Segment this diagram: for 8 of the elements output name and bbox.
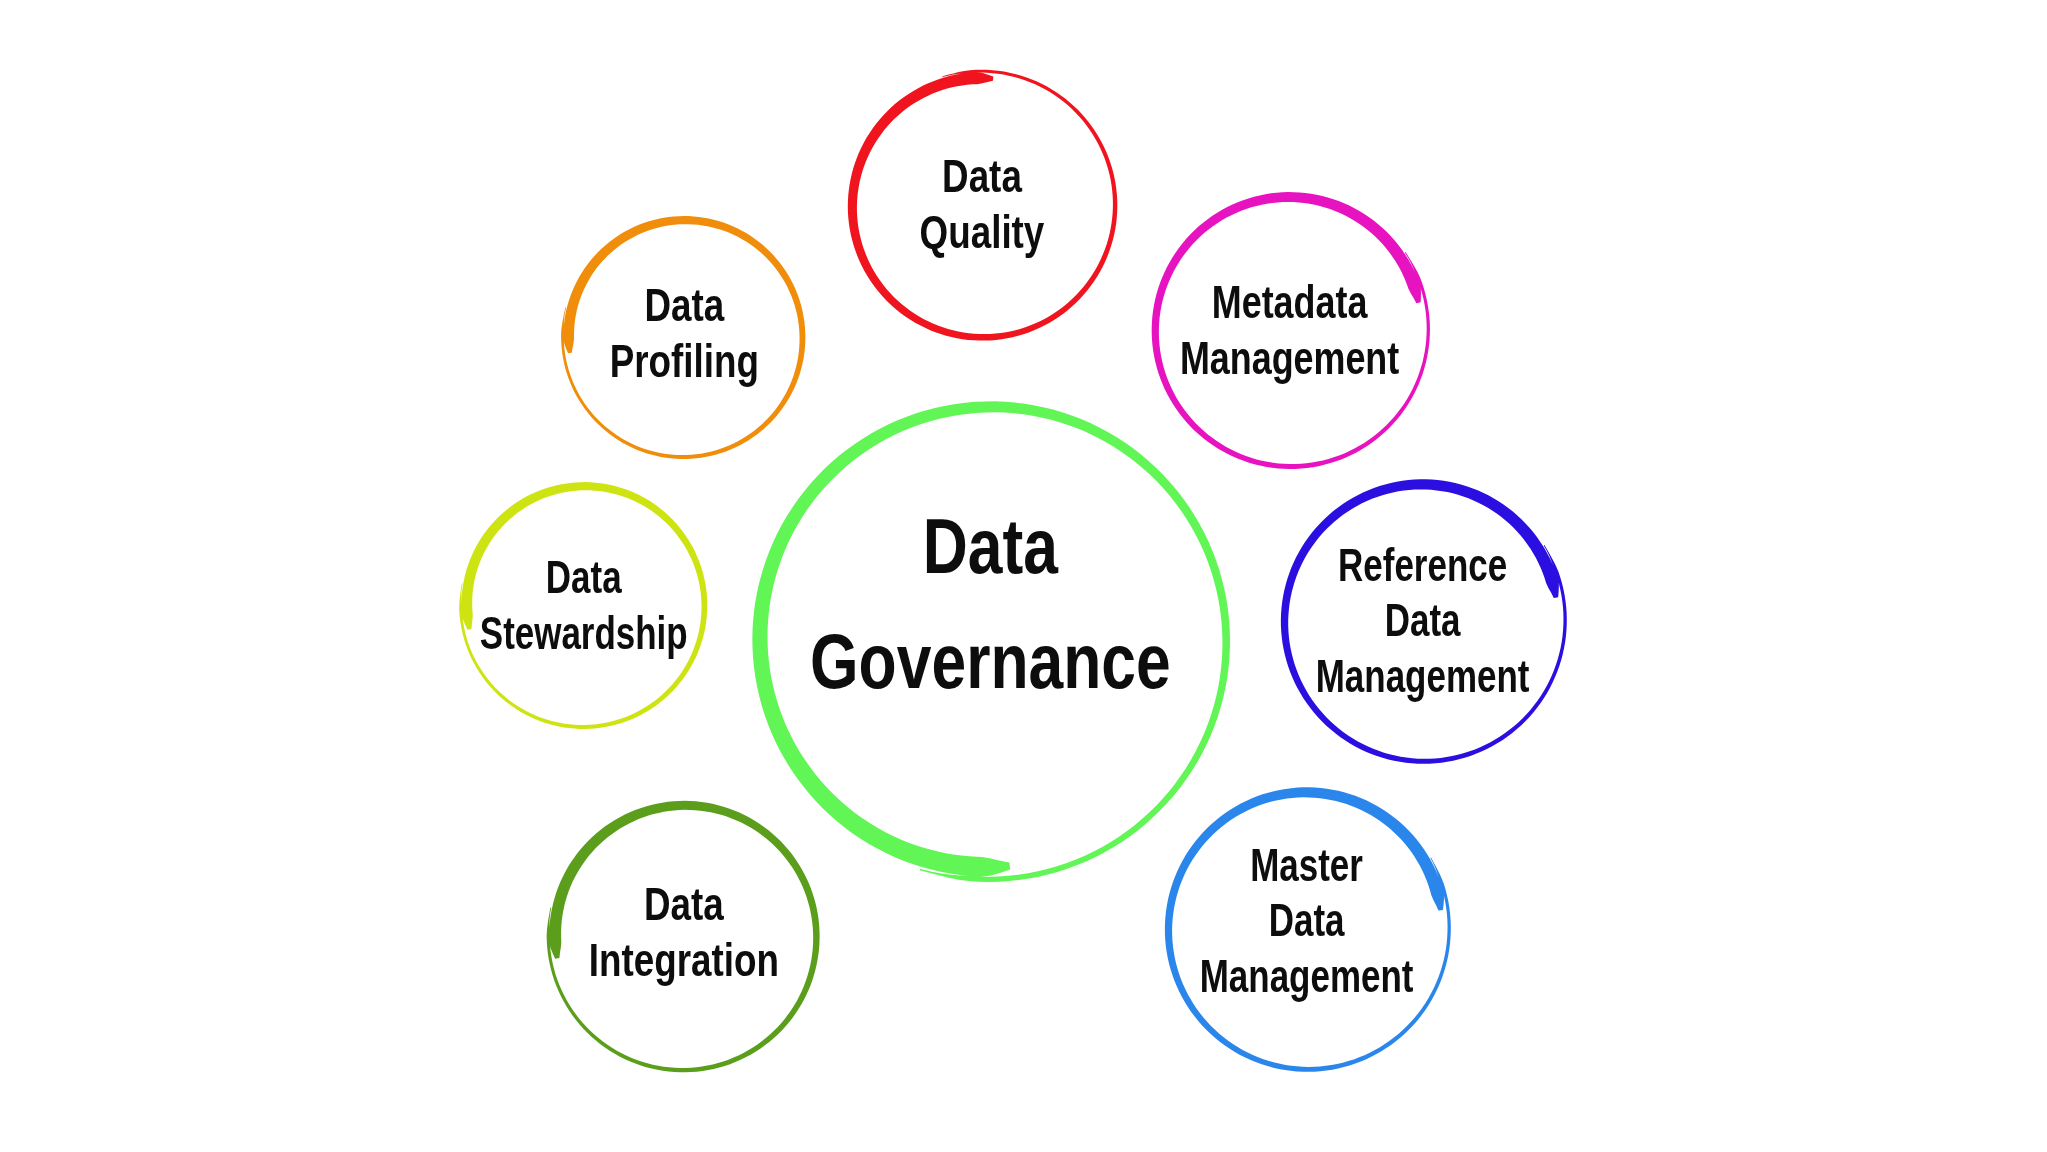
- node-label: Master Data Management: [1200, 838, 1414, 1004]
- node-label: Data Stewardship: [480, 549, 688, 661]
- node-label: Reference Data Management: [1316, 538, 1530, 704]
- node-label: Data Quality: [919, 148, 1045, 260]
- center-label: Data Governance: [809, 501, 1171, 707]
- node-label: Data Integration: [588, 876, 780, 988]
- node-label: Data Profiling: [609, 277, 759, 389]
- node-label: Metadata Management: [1180, 274, 1400, 386]
